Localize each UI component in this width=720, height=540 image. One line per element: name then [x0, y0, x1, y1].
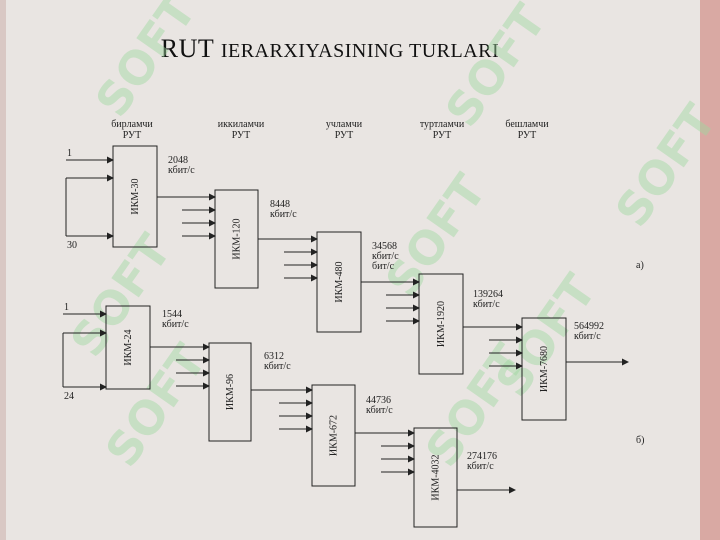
level-header-line2: РУТ: [433, 130, 452, 141]
level-header-line2: РУТ: [232, 130, 251, 141]
rate-unit: кбит/с: [467, 461, 494, 472]
rate-unit: кбит/с: [168, 165, 195, 176]
rate-value: 44736: [366, 395, 391, 406]
watermark-text: SOFT: [85, 0, 207, 126]
input-number-first: 1: [64, 302, 69, 313]
mux-block-label: ИКМ-120: [232, 218, 243, 259]
chain-markers: а) б): [636, 260, 644, 446]
level-header-line2: РУТ: [335, 130, 354, 141]
rate-value: 8448: [270, 199, 290, 210]
right-edge-strip: [700, 0, 720, 540]
rate-value: 6312: [264, 351, 284, 362]
mux-block-label: ИКМ-96: [225, 374, 236, 410]
level-header-line1: иккиламчи: [218, 119, 265, 130]
level-header-line1: учламчи: [326, 119, 363, 130]
watermark-text: SOFT: [95, 334, 217, 476]
input-number-last: 24: [64, 391, 74, 402]
mux-block-label: ИКМ-480: [334, 261, 345, 302]
rate-value: 34568: [372, 241, 397, 252]
level-header-line2: РУТ: [123, 130, 142, 141]
rate-value: 564992: [574, 321, 604, 332]
rate-value: 1544: [162, 309, 182, 320]
chain-b-marker: б): [636, 435, 644, 446]
rate-unit: кбит/с: [264, 361, 291, 372]
watermark-text: SOFT: [605, 94, 720, 236]
watermark-text: SOFT: [375, 164, 497, 306]
chain-a-marker: а): [636, 260, 644, 271]
rate-value: 2048: [168, 155, 188, 166]
rate-unit: кбит/с: [366, 405, 393, 416]
title-part-1: RUT: [160, 34, 214, 63]
mux-block: [311, 384, 356, 487]
mux-block: [413, 427, 458, 528]
input-number-last: 30: [67, 240, 77, 251]
level-header-line2: РУТ: [518, 130, 537, 141]
level-header-line1: биpламчи: [111, 119, 153, 130]
mux-block-label: ИКМ-4032: [431, 454, 442, 500]
level-header-line1: бешламчи: [505, 119, 549, 130]
rate-unit: кбит/с: [574, 331, 601, 342]
left-edge-strip: [0, 0, 6, 540]
slide-title: RUT IERARXIYASINING TURLARI: [0, 34, 660, 64]
rate-unit: кбит/с: [270, 209, 297, 220]
rate-unit: кбит/с: [473, 299, 500, 310]
rate-unit: кбит/с: [162, 319, 189, 330]
watermark-text: SOFT: [60, 224, 182, 366]
mux-block-label: ИКМ-24: [123, 329, 134, 365]
rate-unit: кбит/с: [372, 251, 399, 262]
level-header-line1: туртламчи: [420, 119, 465, 130]
rate-value: 139264: [473, 289, 503, 300]
level-headers: биpламчиРУТиккиламчиРУТучламчиРУТтуртлам…: [111, 119, 549, 141]
mux-block-label: ИКМ-30: [130, 178, 141, 214]
mux-block-label: ИКМ-672: [329, 415, 340, 456]
input-number-first: 1: [67, 148, 72, 159]
title-part-2: IERARXIYASINING TURLARI: [220, 40, 500, 62]
mux-block-label: ИКМ-1920: [436, 301, 447, 347]
watermark-text: SOFT: [435, 0, 557, 136]
chain-b: ИКМ-24ИКМ-96ИКМ-672ИКМ-40321241544кбит/с…: [62, 302, 516, 528]
mux-block-label: ИКМ-7680: [539, 346, 550, 392]
mux-block: [208, 342, 252, 442]
rate-unit: бит/с: [372, 261, 395, 272]
rate-value: 274176: [467, 451, 497, 462]
